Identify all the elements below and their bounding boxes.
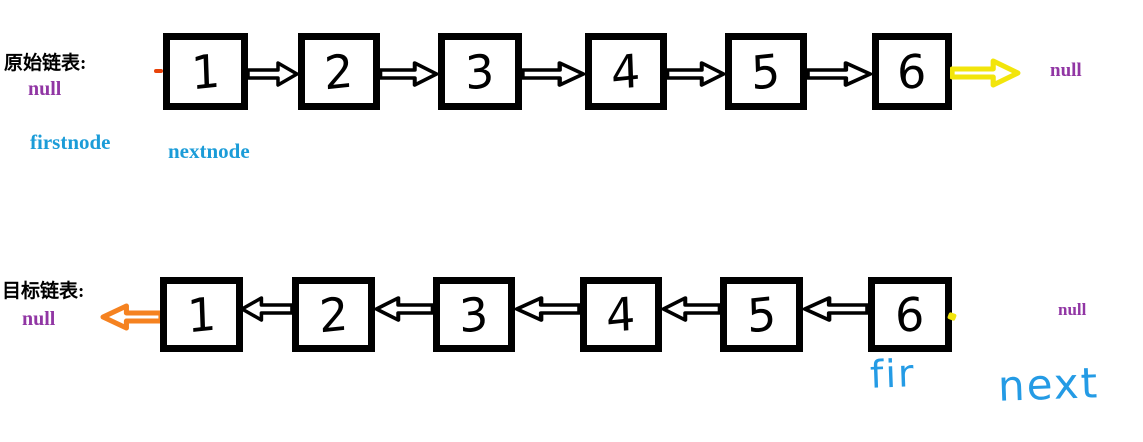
node-value: 5 bbox=[745, 285, 778, 344]
prev-pointer-arrow-icon bbox=[802, 296, 870, 322]
original-node-3: 3 bbox=[438, 33, 522, 110]
original-list-title: 原始链表: bbox=[4, 53, 87, 74]
node-value: 2 bbox=[317, 285, 350, 344]
next-pointer-arrow-icon bbox=[665, 61, 726, 87]
head-null-arrow-icon bbox=[100, 303, 163, 331]
node-value: 1 bbox=[185, 285, 218, 344]
node-value: 2 bbox=[323, 42, 355, 101]
original-node-1: 1 bbox=[163, 33, 248, 110]
prev-pointer-arrow-icon bbox=[240, 296, 294, 322]
prev-pointer-arrow-icon bbox=[661, 296, 722, 322]
node-value: 6 bbox=[896, 42, 928, 101]
original-null-right: null bbox=[1050, 60, 1082, 81]
node-value: 1 bbox=[189, 42, 222, 101]
target-node-4: 4 bbox=[580, 277, 662, 352]
next-pointer-arrow-icon bbox=[378, 61, 439, 87]
original-node-5: 5 bbox=[725, 33, 807, 110]
next-pointer-arrow-icon bbox=[805, 61, 873, 87]
target-node-3: 3 bbox=[433, 277, 515, 352]
target-list-title: 目标链表: bbox=[2, 281, 85, 302]
original-node-4: 4 bbox=[585, 33, 667, 110]
target-null-left: null bbox=[22, 308, 56, 330]
target-node-6: 6 bbox=[868, 277, 952, 352]
prev-pointer-arrow-icon bbox=[514, 296, 582, 322]
prev-pointer-arrow-icon bbox=[374, 296, 435, 322]
target-node-1: 1 bbox=[160, 277, 243, 352]
node-value: 4 bbox=[605, 285, 637, 344]
original-node-2: 2 bbox=[298, 33, 380, 110]
target-node-2: 2 bbox=[292, 277, 375, 352]
stray-red-mark bbox=[154, 69, 163, 73]
node-value: 3 bbox=[458, 285, 490, 344]
next-pointer-arrow-icon bbox=[520, 61, 586, 87]
node-value: 5 bbox=[750, 42, 782, 101]
target-null-right: null bbox=[1058, 300, 1087, 319]
original-null-left: null bbox=[28, 78, 62, 100]
next-pointer-arrow-icon bbox=[246, 61, 299, 87]
node-value: 3 bbox=[464, 42, 496, 101]
firstnode-pointer-label: firstnode bbox=[30, 130, 111, 154]
nextnode-pointer-label: nextnode bbox=[168, 139, 250, 163]
target-node-5: 5 bbox=[720, 277, 803, 352]
tail-null-arrow-icon bbox=[950, 58, 1021, 88]
original-node-6: 6 bbox=[872, 33, 952, 110]
node-value: 6 bbox=[894, 285, 926, 344]
node-value: 4 bbox=[610, 42, 642, 101]
fir-pointer-label: fir bbox=[869, 351, 917, 397]
next-pointer-label: next bbox=[997, 358, 1100, 411]
